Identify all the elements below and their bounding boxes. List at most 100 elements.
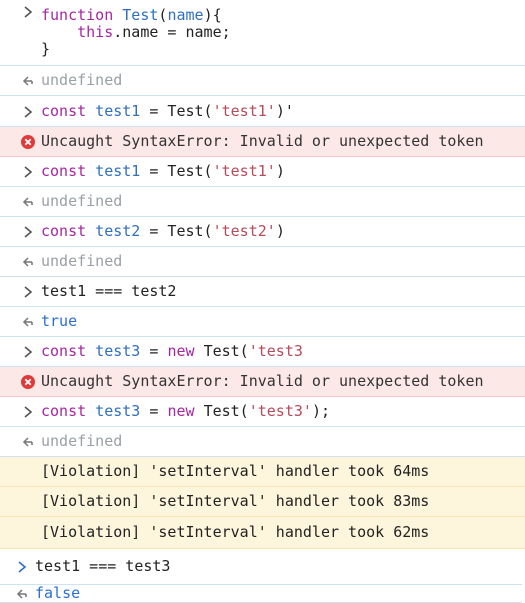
code-line: const test3 = new Test('test3 [41,343,303,360]
code-text: const test3 = new Test('test3'); [41,397,521,426]
code-token: undefined [41,252,123,270]
code-token: ); [311,402,330,420]
code-token: const [41,162,96,180]
code-token: undefined [41,432,123,450]
code-line: undefined [41,253,122,270]
chevron-right-icon[interactable] [20,397,36,426]
code-token: function [41,6,123,24]
code-text: const test3 = new Test('test3 [41,337,521,366]
code-token: const [41,222,96,240]
console-result-row: false [0,585,522,603]
code-line: [Violation] 'setInterval' handler took 6… [41,524,429,541]
code-token: test1 === test3 [35,557,171,575]
console-warning-row: [Violation] 'setInterval' handler took 6… [0,517,525,549]
violation-message: [Violation] 'setInterval' handler took 6… [41,517,521,548]
code-token: new [167,402,204,420]
code-line: } [41,41,521,58]
console-result-row: undefined [0,187,525,217]
code-line: undefined [41,193,122,210]
code-line: [Violation] 'setInterval' handler took 8… [41,493,429,510]
console-input-row[interactable]: const test3 = new Test('test3'); [0,397,525,427]
code-text: const test2 = Test('test2') [41,217,521,246]
chevron-right-icon[interactable] [20,217,36,246]
code-token: Test( [203,402,249,420]
return-arrow-icon [20,427,36,456]
code-token [41,23,77,41]
console-input-row[interactable]: const test3 = new Test('test3 [0,337,525,367]
console-input-row[interactable]: test1 === test3 [0,549,522,585]
console-result-row: undefined [0,247,525,277]
code-token: = Test( [140,222,213,240]
code-line: const test1 = Test('test1')' [41,103,294,120]
console-result-row: true [0,307,525,337]
code-token: [Violation] 'setInterval' handler took 8… [41,492,430,510]
code-token: 'test1' [212,162,276,180]
code-token: 'test2' [212,222,276,240]
console-input-row[interactable]: const test1 = Test('test1')' [0,97,525,127]
result-value: undefined [41,427,521,456]
code-text: test1 === test3 [35,549,518,584]
code-token: test1 === test2 [41,282,177,300]
error-circle-x-icon [20,367,36,396]
chevron-right-icon[interactable] [20,97,36,126]
code-token: Test [122,6,159,24]
code-token: = [140,402,168,420]
result-value: undefined [41,247,521,276]
console-input-row[interactable]: test1 === test2 [0,277,525,307]
code-token: [Violation] 'setInterval' handler took 6… [41,523,430,541]
code-token: Uncaught SyntaxError: Invalid or unexpec… [41,132,484,150]
console-result-row: undefined [0,66,525,96]
code-token: = Test( [140,102,213,120]
code-line: const test3 = new Test('test3'); [41,403,330,420]
code-token: } [41,40,51,58]
error-message: Uncaught SyntaxError: Invalid or unexpec… [41,127,521,156]
console-input-row[interactable]: const test2 = Test('test2') [0,217,525,247]
console-input-row[interactable]: const test1 = Test('test1') [0,157,525,187]
code-token: 'test3' [248,402,312,420]
code-token: = [140,342,168,360]
code-token: [Violation] 'setInterval' handler took 6… [41,462,430,480]
code-token: test2 [95,222,141,240]
console-warning-row: [Violation] 'setInterval' handler took 6… [0,457,525,487]
code-token: false [35,584,81,602]
code-token: ) [275,222,285,240]
chevron-right-icon[interactable] [20,0,36,65]
error-circle-x-icon [20,127,36,156]
code-token: ) [275,162,285,180]
code-token: Test( [203,342,249,360]
code-token: undefined [41,71,123,89]
code-line: undefined [41,433,122,450]
code-token: test1 [95,162,141,180]
chevron-right-icon[interactable] [20,157,36,186]
chevron-right-icon[interactable] [14,549,30,584]
code-line: test1 === test2 [41,283,176,300]
violation-message: [Violation] 'setInterval' handler took 6… [41,457,521,486]
code-token: undefined [41,192,123,210]
code-line: false [35,585,80,602]
return-arrow-icon [20,66,36,95]
code-token: test3 [95,342,141,360]
code-token: )' [275,102,294,120]
chevron-right-icon[interactable] [20,337,36,366]
code-line: this.name = name; [41,24,521,41]
console-input-row[interactable]: function Test(name){ this.name = name;} [0,0,525,66]
code-token: const [41,102,96,120]
return-arrow-icon [14,585,30,602]
code-line: Uncaught SyntaxError: Invalid or unexpec… [41,373,484,390]
console-warning-row: [Violation] 'setInterval' handler took 8… [0,487,525,517]
code-token: 'test3 [248,342,303,360]
code-line: test1 === test3 [35,558,170,575]
code-line: [Violation] 'setInterval' handler took 6… [41,463,429,480]
return-arrow-icon [20,307,36,336]
code-token: test3 [95,402,141,420]
code-line: const test2 = Test('test2') [41,223,285,240]
error-message: Uncaught SyntaxError: Invalid or unexpec… [41,367,521,396]
chevron-right-icon[interactable] [20,277,36,306]
code-token: true [41,312,78,330]
code-token: new [167,342,204,360]
console-result-row: undefined [0,427,525,457]
code-token: ( [158,6,168,24]
result-value: undefined [41,187,521,216]
code-text: const test1 = Test('test1')' [41,97,521,126]
return-arrow-icon [20,247,36,276]
